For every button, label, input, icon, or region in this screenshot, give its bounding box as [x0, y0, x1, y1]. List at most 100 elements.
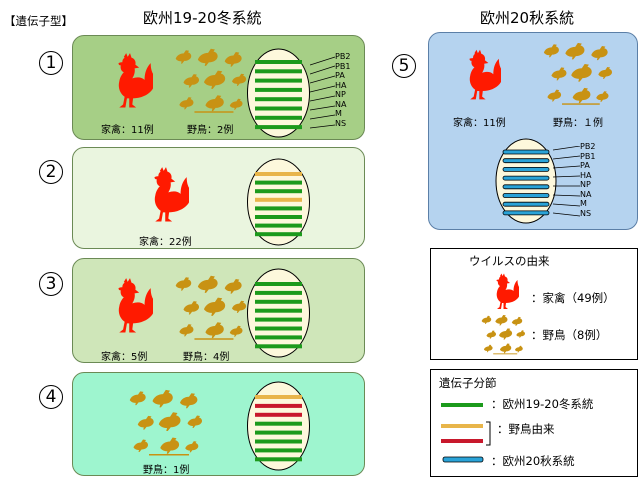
- gene-segment-ns: [255, 457, 302, 462]
- panel-2-poultry-caption: 家禽：22例: [139, 237, 192, 248]
- panel-3: 家禽：5例 野鳥：4例: [72, 258, 365, 363]
- gene-segment-na: [255, 439, 302, 444]
- segment-label: PA: [335, 71, 345, 80]
- panel-5-genome-diagram: [495, 138, 557, 224]
- gene-segment-m: [255, 335, 302, 340]
- wild-bird-icon: [479, 315, 529, 357]
- gene-segment-m: [255, 115, 302, 120]
- gene-segment-pb2: [255, 172, 302, 176]
- gene-segment-np: [502, 184, 550, 190]
- gene-segment-np: [255, 430, 302, 435]
- left-title: 欧州19-20冬系統: [143, 9, 262, 27]
- panel-4: 野鳥：1例: [72, 372, 365, 476]
- poultry-rooster-icon: [118, 53, 153, 108]
- gene-segment-pa: [255, 189, 302, 194]
- virus-origin-legend: ウイルスの由来 ：家禽（49例） ：野鳥（8例）: [430, 248, 638, 360]
- gene-segment-na: [255, 106, 302, 111]
- panel-4-number: 4: [39, 385, 63, 409]
- gene-segment-na: [255, 326, 302, 331]
- gene-segment-pb1: [255, 69, 302, 74]
- gene-segment-na: [255, 215, 302, 219]
- gene-segment-na: [502, 193, 550, 198]
- segment-legend-swatches: [441, 403, 491, 463]
- segment-legend: 遺伝子分節 ：欧州19-20冬系統 ：野鳥由来 ：欧州20秋系統: [430, 369, 638, 477]
- virus-origin-poultry-label: ：家禽（49例）: [531, 291, 615, 305]
- gene-segment-ns: [255, 125, 302, 130]
- gene-segment-pa: [255, 412, 302, 417]
- gene-segment-pb1: [255, 403, 302, 408]
- gene-segment-pb1: [255, 180, 302, 185]
- gene-segment-m: [255, 223, 302, 228]
- poultry-rooster-icon: [496, 273, 519, 309]
- segment-label: PA: [580, 161, 590, 170]
- panel-1-segment-labels: PB2 PB1 PA HA NP NA M NS: [335, 52, 350, 128]
- bracket: [486, 421, 491, 446]
- panel-1-number: 1: [39, 51, 63, 75]
- gene-segment-pb2: [255, 395, 302, 399]
- wild-bird-icon: [173, 275, 251, 345]
- gene-segment-ha: [255, 197, 302, 202]
- segment-label: NP: [335, 90, 346, 99]
- swatch-eu20-autumn: [442, 456, 484, 463]
- segment-legend-eu20-autumn-label: ：欧州20秋系統: [491, 454, 575, 468]
- panel-1-wild-caption: 野鳥：2例: [187, 125, 234, 136]
- panel-3-genome-diagram: [247, 268, 310, 358]
- right-title: 欧州20秋系統: [480, 9, 575, 27]
- gene-segment-ns: [255, 232, 302, 237]
- segment-label: NA: [335, 99, 347, 109]
- swatch-eu19-20: [441, 403, 483, 407]
- segment-label: M: [335, 109, 342, 118]
- panel-1-label-leaders: [310, 56, 336, 129]
- panel-1: 家禽：11例 野鳥：2例: [72, 35, 365, 140]
- gene-segment-pb2: [255, 282, 302, 286]
- panel-3-number: 3: [39, 272, 63, 296]
- panel-5-segment-labels: PB2 PB1 PA HA NP NA M NS: [580, 142, 595, 218]
- segment-label: HA: [580, 170, 592, 180]
- panel-3-poultry-caption: 家禽：5例: [101, 352, 148, 363]
- gene-segment-np: [255, 317, 302, 322]
- virus-origin-title: ウイルスの由来: [469, 254, 550, 268]
- gene-segment-ns: [255, 344, 302, 349]
- gene-segment-pb2: [255, 60, 302, 64]
- panel-2-genome-diagram: [247, 158, 310, 246]
- gene-segment-pa: [255, 78, 302, 83]
- panel-5-number: 5: [392, 54, 416, 78]
- wild-bird-icon: [541, 43, 617, 109]
- panel-1-poultry-caption: 家禽：11例: [101, 125, 154, 136]
- segment-label: PB2: [580, 142, 596, 151]
- segment-label: HA: [335, 80, 347, 90]
- gene-segment-m: [255, 448, 302, 453]
- segment-label: PB2: [335, 52, 351, 61]
- gene-segment-ns: [502, 210, 550, 216]
- panel-5-label-leaders: [553, 146, 581, 217]
- panel-4-genome-diagram: [247, 381, 310, 471]
- gene-segment-pb1: [255, 290, 302, 295]
- panel-1-genome-diagram: [247, 48, 310, 138]
- virus-origin-wild-label: ：野鳥（8例）: [531, 328, 608, 342]
- panel-2-number: 2: [39, 160, 63, 184]
- segment-legend-eu19-20-label: ：欧州19-20冬系統: [491, 397, 594, 411]
- segment-label: M: [580, 199, 587, 208]
- gene-segment-ha: [502, 175, 550, 181]
- poultry-rooster-icon: [118, 278, 153, 333]
- panel-4-wild-caption: 野鳥：1例: [143, 465, 190, 476]
- genotype-label: 【遺伝子型】: [4, 14, 73, 28]
- gene-segment-pb2: [502, 149, 550, 155]
- gene-segment-ha: [255, 421, 302, 426]
- gene-segment-np: [255, 206, 302, 211]
- segment-label: NA: [580, 189, 592, 199]
- poultry-rooster-icon: [469, 49, 501, 100]
- panel-2: 家禽：22例: [72, 147, 365, 249]
- swatch-wild-origin-gold: [441, 424, 483, 428]
- panel-3-wild-caption: 野鳥：4例: [183, 352, 230, 363]
- panel-5-wild-caption: 野鳥：１例: [553, 118, 603, 129]
- gene-segment-pa: [255, 299, 302, 304]
- segment-label: NS: [335, 118, 347, 128]
- segment-label: NP: [580, 180, 591, 189]
- segment-label: NS: [580, 208, 592, 218]
- gene-segment-np: [255, 97, 302, 102]
- wild-bird-icon: [127, 389, 207, 461]
- segment-label: PB1: [580, 151, 596, 161]
- wild-bird-icon: [173, 48, 251, 118]
- segment-label: PB1: [335, 61, 351, 71]
